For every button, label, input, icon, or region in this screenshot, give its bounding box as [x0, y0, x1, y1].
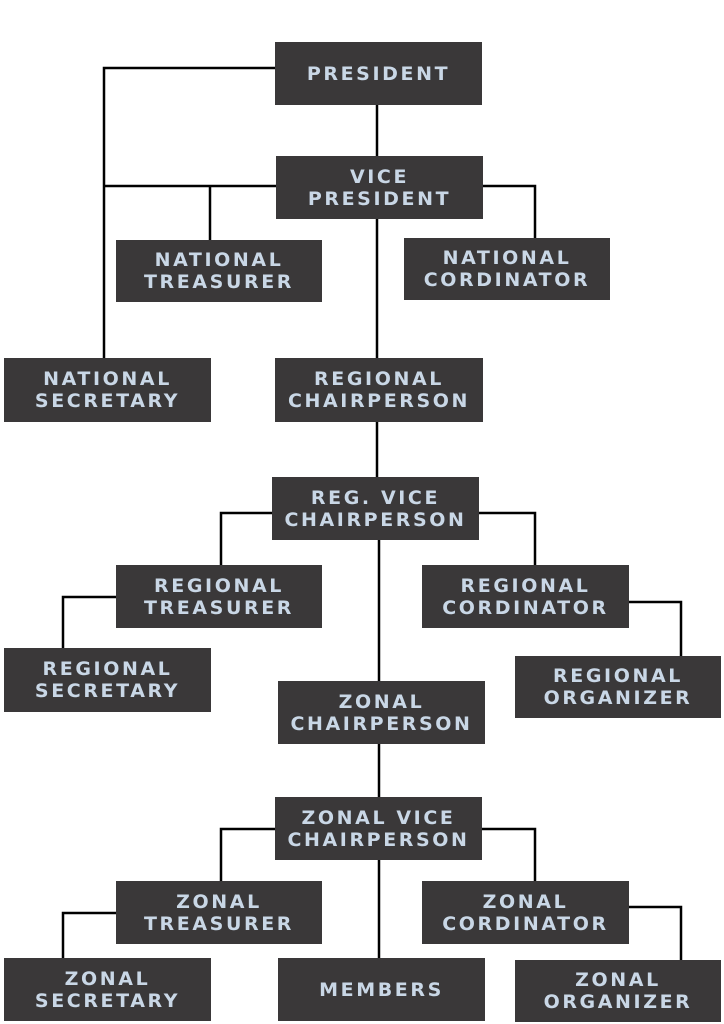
connector: [483, 184, 537, 238]
node-label: NATIONAL: [442, 247, 572, 269]
node-label: ZONAL: [482, 890, 569, 913]
node-label: TREASURER: [143, 596, 295, 619]
connector: [629, 905, 683, 960]
node-label: SECRETARY: [34, 680, 181, 702]
connector: [479, 511, 537, 565]
node-label: REGIONAL: [553, 665, 683, 687]
node-label: SECRETARY: [34, 390, 181, 412]
node-label: ZONAL VICE: [301, 806, 456, 829]
node-label: REGIONAL: [42, 658, 173, 680]
node-label: TREASURER: [143, 271, 295, 293]
node-label: ORGANIZER: [543, 991, 693, 1013]
node-label: ZONAL: [64, 967, 151, 990]
node-label: CHAIRPERSON: [284, 508, 467, 531]
node-label: CORDINATOR: [442, 912, 609, 935]
node-label: TREASURER: [143, 912, 295, 935]
connector: [219, 511, 272, 565]
node-label: REG. VICE: [310, 486, 441, 509]
connector: [102, 66, 275, 358]
node-label: REGIONAL: [314, 368, 444, 390]
node-label: CHAIRPERSON: [290, 712, 473, 735]
node-label: ZONAL: [575, 969, 661, 991]
node-label: CORDINATOR: [442, 596, 609, 619]
node-label: NATIONAL: [154, 249, 284, 271]
connector: [219, 827, 275, 881]
node-label: CORDINATOR: [423, 269, 591, 291]
node-label: REGIONAL: [460, 574, 591, 597]
node-label: PRESIDENT: [307, 187, 452, 210]
node-label: VICE: [349, 165, 410, 188]
connector: [61, 595, 116, 648]
connector: [61, 911, 116, 958]
node-members: MEMBERS: [278, 958, 485, 1021]
node-label: NATIONAL: [43, 368, 172, 390]
node-label: REGIONAL: [154, 574, 284, 597]
node-president: PRESIDENT: [275, 42, 482, 105]
connector: [482, 827, 537, 881]
node-label: CHAIRPERSON: [287, 390, 471, 412]
node-label: ORGANIZER: [543, 687, 693, 709]
node-label: PRESIDENT: [306, 62, 451, 85]
node-label: SECRETARY: [34, 989, 181, 1012]
node-label: ZONAL: [338, 690, 425, 713]
node-label: CHAIRPERSON: [287, 828, 470, 851]
connector: [629, 600, 683, 656]
node-label: ZONAL: [176, 890, 262, 913]
node-label: MEMBERS: [319, 978, 444, 1001]
